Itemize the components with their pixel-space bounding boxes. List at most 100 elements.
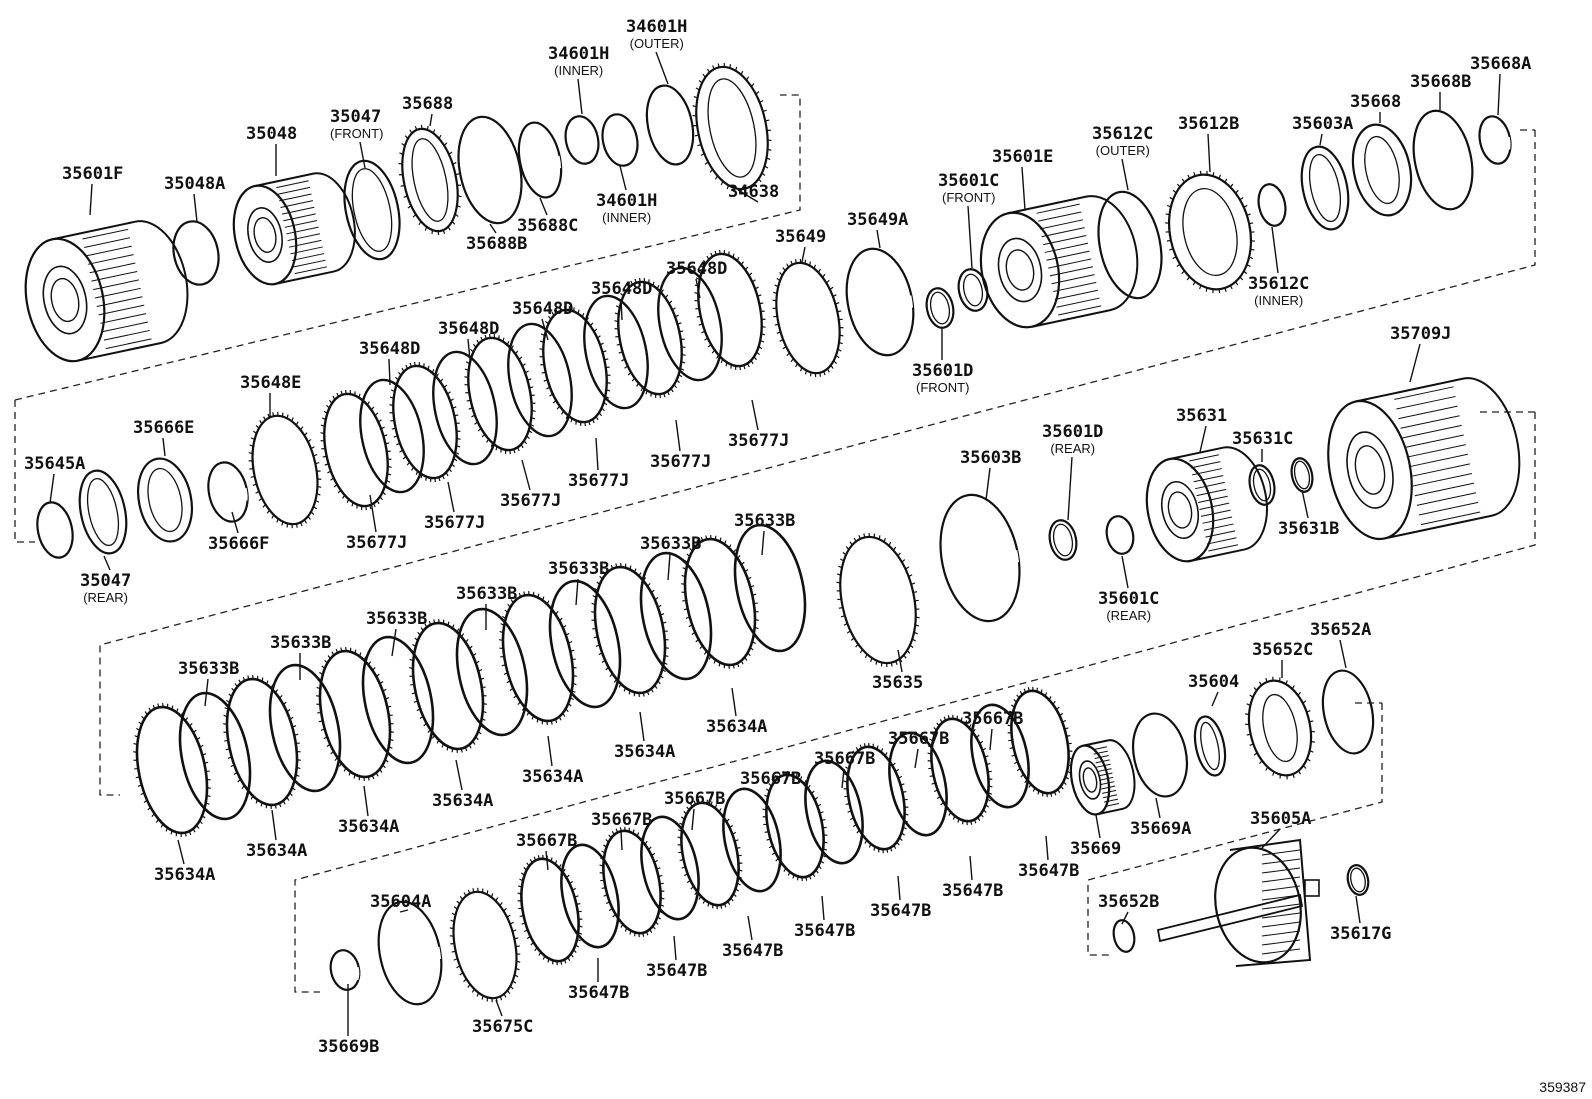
leader-line: [876, 229, 881, 249]
part-callout: 35649A: [847, 211, 908, 229]
clutch-disc-row3: [223, 675, 301, 809]
leader-line: [539, 197, 548, 216]
part-note: (REAR): [1106, 608, 1152, 623]
part-callout: 35633B: [270, 634, 331, 652]
ring-35652B: [1112, 919, 1136, 953]
part-number: 35634A: [246, 841, 308, 861]
leader-line: [1121, 555, 1129, 589]
part-note: (INNER): [602, 210, 652, 225]
part-number: 35647B: [722, 941, 784, 961]
part-callout: 35603A: [1292, 115, 1353, 133]
clutch-disc-row4: [517, 854, 583, 966]
part-number: 35612C: [1092, 124, 1154, 144]
part-callout: 35677J: [424, 514, 485, 532]
clutch-disc-row4: [599, 826, 665, 938]
part-callout: 35634A: [338, 818, 399, 836]
leader-line: [575, 578, 579, 606]
part-number: 35612C: [1248, 274, 1310, 294]
ring-35669A: [1132, 712, 1188, 798]
leader-line: [1355, 895, 1361, 924]
part-callout: 35647B: [1018, 862, 1079, 880]
part-callout: 35603B: [960, 449, 1021, 467]
ring-35688B: [457, 115, 523, 225]
part-number: 35648D: [591, 279, 653, 299]
part-number: 35648D: [512, 299, 574, 319]
plate-35635: [836, 532, 920, 668]
part-number: 35601E: [992, 147, 1054, 167]
guide-line: [1087, 703, 1383, 956]
leader-line: [620, 829, 623, 851]
part-number: 35677J: [346, 533, 408, 553]
leader-line: [489, 223, 497, 234]
part-callout: 35677J: [346, 534, 407, 552]
part-callout: 35634A: [432, 792, 493, 810]
clutch-disc-row4: [560, 843, 620, 949]
part-callout: 35648D: [591, 280, 652, 298]
plate-35675C: [449, 887, 521, 1003]
leader-line: [455, 759, 463, 791]
part-number: 35601C: [1098, 589, 1160, 609]
leader-line: [747, 915, 753, 941]
part-number: 35634A: [706, 717, 768, 737]
leader-line: [821, 895, 825, 921]
oring-34601H-inner-2: [601, 113, 639, 167]
part-callout: 35677J: [728, 432, 789, 450]
clutch-disc-row4: [722, 787, 782, 893]
part-number: 35634A: [432, 791, 494, 811]
part-callout: 35648D: [359, 340, 420, 358]
part-callout: 35667B: [664, 790, 725, 808]
part-number: 35633B: [178, 659, 240, 679]
clutch-disc-row3: [733, 523, 807, 653]
leader-line: [447, 481, 455, 513]
leader-line: [969, 855, 973, 881]
snap-ring-35669B: [329, 949, 361, 991]
snap-ring-35604A: [377, 900, 443, 1006]
leader-line: [731, 687, 737, 717]
part-number: 35666E: [133, 418, 195, 438]
part-note: (OUTER): [1095, 143, 1150, 158]
ring-35668B: [1412, 109, 1474, 211]
part-number: 35675C: [472, 1017, 534, 1037]
part-number: 35677J: [568, 471, 630, 491]
clutch-disc-row2: [614, 277, 686, 399]
part-number: 35635: [872, 673, 924, 693]
part-callout: 35669A: [1130, 820, 1191, 838]
leader-line: [495, 999, 503, 1017]
part-callout: 35677J: [568, 472, 629, 490]
part-callout: 35047(FRONT): [330, 108, 383, 141]
part-number: 35667B: [962, 709, 1024, 729]
part-number: 35688: [402, 94, 454, 114]
part-callout: 35631: [1176, 407, 1227, 425]
part-note: (INNER): [554, 63, 604, 78]
clutch-disc-row2: [539, 305, 611, 427]
leader-line: [521, 459, 531, 491]
clutch-disc-row2: [657, 266, 723, 382]
clutch-disc-row3: [499, 591, 577, 725]
clutch-disc-row2: [320, 389, 392, 511]
part-number: 35048: [246, 124, 298, 144]
part-callout: 35648E: [240, 374, 301, 392]
leader-line: [89, 183, 93, 216]
ring-35601C-rear: [1105, 515, 1135, 555]
part-number: 35601C: [938, 171, 1000, 191]
clutch-disc-row4: [843, 742, 909, 854]
part-callout: 35612C(INNER): [1248, 275, 1309, 308]
leader-line: [639, 711, 645, 742]
part-number: 35633B: [366, 609, 428, 629]
part-number: 35647B: [870, 901, 932, 921]
part-number: 35633B: [734, 511, 796, 531]
ring-35612C-inner: [1257, 183, 1287, 227]
part-callout: 35633B: [456, 585, 517, 603]
ring-35601D-front: [925, 287, 955, 329]
clutch-disc-row2: [432, 350, 498, 466]
part-number: 35648D: [438, 319, 500, 339]
part-callout: 35617G: [1330, 925, 1391, 943]
part-callout: 35645A: [24, 455, 85, 473]
part-callout: 35668B: [1410, 73, 1471, 91]
part-number: 35667B: [814, 749, 876, 769]
leader-line: [737, 189, 759, 203]
part-callout: 35612B: [1178, 115, 1239, 133]
clutch-disc-row4: [640, 815, 700, 921]
part-number: 35652A: [1310, 620, 1372, 640]
leader-line: [691, 808, 695, 831]
